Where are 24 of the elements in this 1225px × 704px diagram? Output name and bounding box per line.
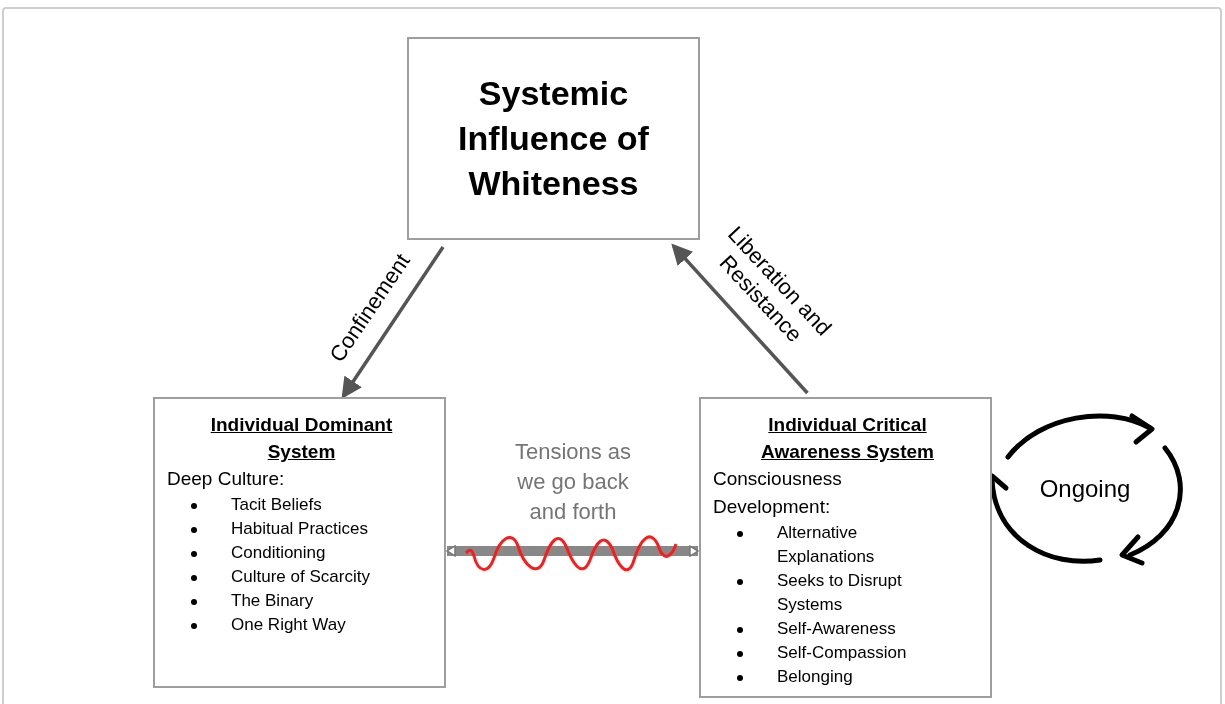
arrow (671, 243, 809, 395)
bullet-item: Belonging (777, 666, 854, 688)
cycle-label: Ongoing (1039, 474, 1131, 504)
text-box (699, 397, 992, 698)
bullet-item: Habitual Practices (231, 518, 369, 540)
bullet-item: Conditioning (231, 542, 327, 564)
bullet-item: Seeks to Disrupt Systems (777, 570, 903, 616)
bullet-item: One Right Way (231, 614, 347, 636)
section-label: Deep Culture: (167, 467, 286, 491)
box-heading: Individual Critical Awareness System (760, 413, 935, 464)
section-label: Consciousness Development: (713, 467, 843, 519)
text-box (153, 397, 446, 688)
bullet-item: Self-Awareness (777, 618, 897, 640)
double-arrow (446, 545, 699, 557)
arrow (341, 246, 445, 399)
box-title: Systemic Influence of Whiteness (457, 73, 650, 204)
bullet-item: Alternative Explanations (777, 522, 876, 568)
bullet-item: The Binary (231, 590, 315, 612)
edge-label: Tensions as we go back and forth (513, 438, 633, 526)
box-heading: Individual Dominant System (209, 413, 394, 464)
bullet-item: Culture of Scarcity (231, 566, 371, 588)
text-box (407, 37, 700, 240)
bullet-item: Self-Compassion (777, 642, 908, 664)
bullet-item: Tacit Beliefs (231, 494, 323, 516)
